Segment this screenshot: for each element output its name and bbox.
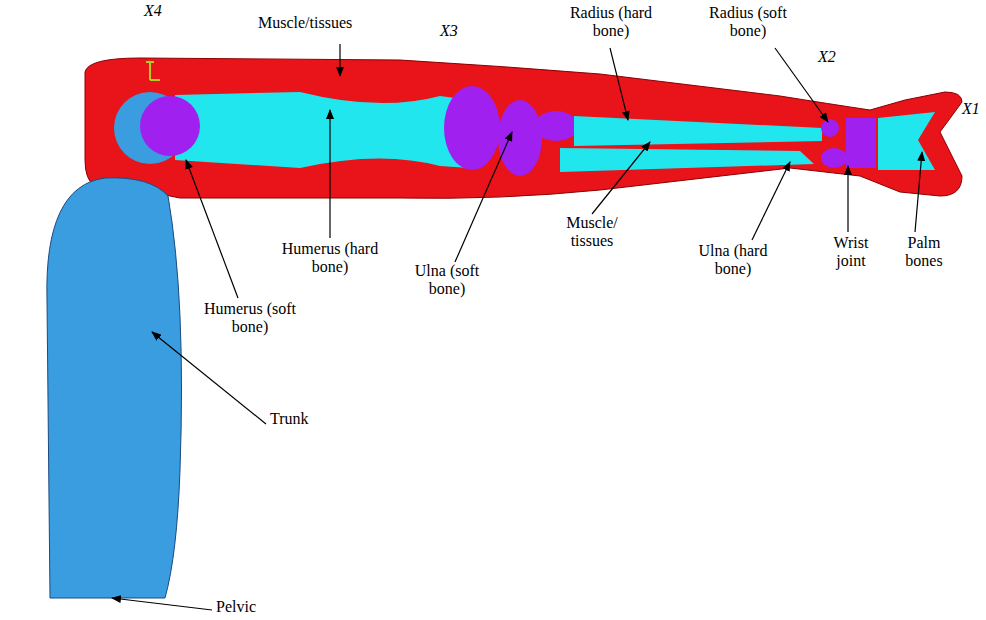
part-label: Trunk — [270, 410, 309, 428]
part-label: Muscle/tissues — [258, 14, 352, 32]
part-label: Humerus (hard bone) — [280, 240, 380, 276]
part-label: Ulna (soft bone) — [404, 262, 490, 298]
muscle-tissue — [85, 58, 962, 198]
radius-hard — [574, 116, 822, 146]
part-label: Muscle/ tissues — [560, 214, 624, 250]
part-label: Pelvic — [216, 598, 256, 616]
part-label: Wrist joint — [826, 234, 876, 270]
part-label: Radius (hard bone) — [568, 4, 654, 40]
wrist-bone — [821, 148, 847, 168]
ulna-soft — [534, 111, 578, 141]
section-mark: X2 — [818, 48, 836, 66]
ulna-soft — [444, 86, 500, 170]
ulna-hard — [560, 148, 814, 172]
ulna-soft — [498, 100, 542, 176]
humerus-soft — [140, 96, 200, 156]
section-mark: X4 — [144, 2, 162, 20]
wrist-joint — [846, 118, 876, 168]
section-mark: X1 — [962, 100, 980, 118]
part-label: Humerus (soft bone) — [200, 300, 300, 336]
trunk-shape — [47, 178, 182, 598]
part-label: Radius (soft bone) — [705, 4, 791, 40]
part-label: Ulna (hard bone) — [690, 242, 776, 278]
part-label: Palm bones — [896, 234, 952, 270]
palm-bones — [878, 112, 935, 170]
leader-lines — [112, 44, 922, 610]
axis-mark — [146, 62, 160, 80]
section-mark: X3 — [440, 22, 458, 40]
radius-soft — [821, 119, 839, 137]
humerus-hard — [175, 92, 470, 168]
